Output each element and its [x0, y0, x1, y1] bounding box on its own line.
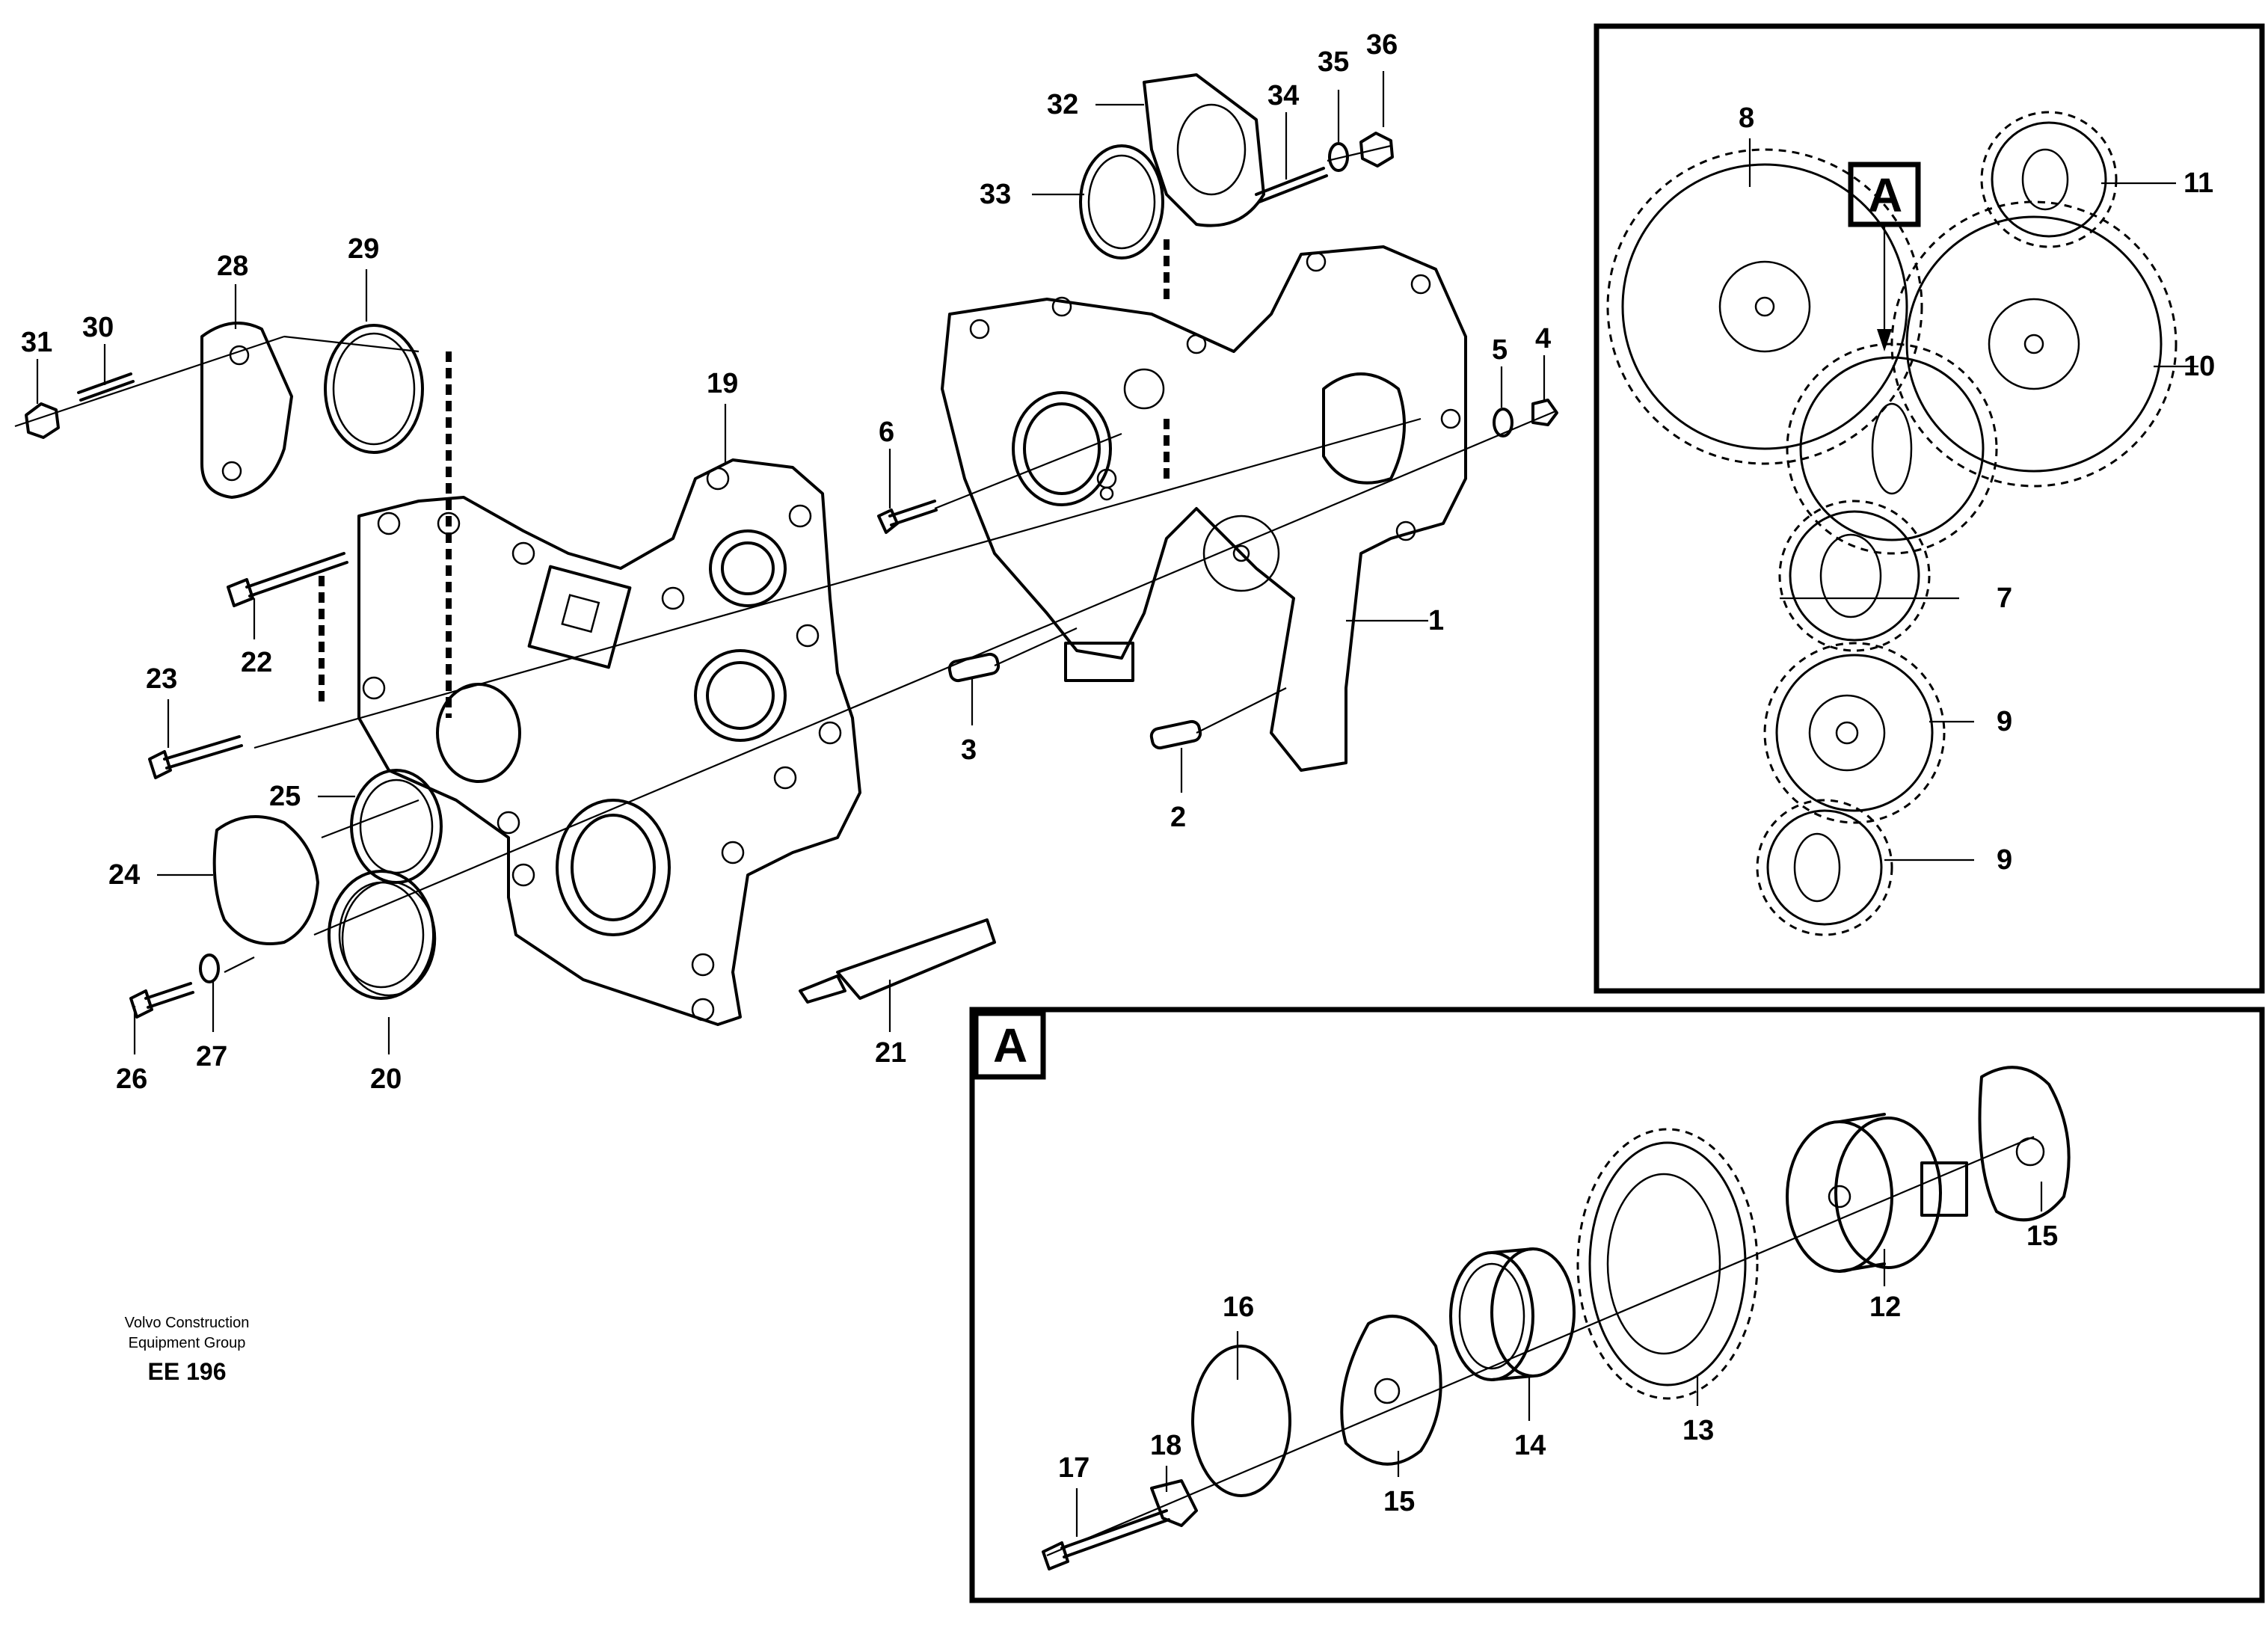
callout-25: 25	[269, 781, 301, 812]
bolt-23	[163, 735, 243, 770]
callout-1: 1	[1428, 605, 1444, 636]
callout-28: 28	[217, 251, 248, 282]
leader-lines	[36, 71, 2198, 1537]
callout-14: 14	[1514, 1430, 1546, 1461]
detail-box-label-frame	[973, 1010, 1046, 1080]
callout-3: 3	[961, 734, 977, 766]
callout-9a: 9	[1997, 706, 2012, 737]
timing-cover-front	[357, 458, 861, 1026]
callout-15b: 15	[2026, 1220, 2058, 1252]
callout-26: 26	[116, 1063, 147, 1095]
washer-35	[1328, 142, 1349, 172]
callout-35: 35	[1318, 46, 1349, 78]
callout-31: 31	[21, 327, 52, 358]
callout-23: 23	[146, 663, 177, 695]
callout-18: 18	[1150, 1430, 1181, 1461]
bolt-4	[1531, 399, 1558, 426]
callout-16: 16	[1223, 1292, 1254, 1323]
callout-7: 7	[1997, 583, 2012, 614]
callout-19: 19	[707, 368, 738, 399]
dowel-2	[1149, 719, 1202, 750]
callout-11: 11	[2184, 168, 2213, 199]
credit-line-1: Volvo Construction	[125, 1315, 250, 1331]
detail-box-label: A	[993, 1019, 1027, 1072]
callout-2: 2	[1170, 802, 1186, 833]
gear-train-panel	[1594, 23, 2265, 994]
bolt-22	[245, 552, 348, 598]
callout-22: 22	[241, 647, 272, 678]
callout-17: 17	[1058, 1452, 1090, 1484]
detail-marker: A	[1868, 168, 1902, 222]
callout-15a: 15	[1383, 1486, 1415, 1517]
sealant-tube-21	[799, 918, 996, 1004]
callout-5: 5	[1492, 334, 1508, 366]
washer-5	[1493, 408, 1513, 437]
callout-29: 29	[348, 233, 379, 265]
callout-27: 27	[196, 1041, 227, 1072]
o-ring-25	[350, 769, 443, 884]
callout-8: 8	[1739, 102, 1754, 134]
washer-27	[199, 953, 220, 983]
stud-34	[1255, 167, 1328, 203]
diagram-code: EE 196	[148, 1358, 227, 1385]
nut-36	[1359, 132, 1394, 168]
detail-a-panel	[969, 1007, 2265, 1603]
cover-24	[212, 815, 319, 945]
callout-32: 32	[1047, 89, 1078, 120]
callout-13: 13	[1682, 1415, 1714, 1446]
callout-9b: 9	[1997, 844, 2012, 876]
assembly-lines	[14, 144, 1556, 973]
gear-train	[1606, 111, 2178, 936]
cover-32	[1143, 73, 1265, 227]
callout-34: 34	[1267, 80, 1299, 111]
credit-line-2: Equipment Group	[129, 1335, 246, 1351]
timing-case-housing	[941, 245, 1467, 772]
callout-21: 21	[875, 1037, 906, 1069]
callout-6: 6	[879, 417, 894, 448]
callout-20: 20	[370, 1063, 402, 1095]
callout-30: 30	[82, 312, 114, 343]
bolt-26	[144, 982, 194, 1009]
nut-31	[25, 402, 60, 439]
o-ring-33	[1079, 144, 1164, 259]
idler-assembly	[1042, 1066, 2071, 1570]
callout-4: 4	[1535, 323, 1551, 354]
callout-12: 12	[1869, 1292, 1901, 1323]
o-ring-29	[324, 324, 424, 454]
callout-24: 24	[108, 859, 140, 891]
seal-20	[328, 870, 435, 1000]
callout-36: 36	[1366, 29, 1398, 61]
bolt-6	[888, 500, 938, 526]
callout-10: 10	[2184, 351, 2215, 382]
callout-33: 33	[980, 179, 1011, 210]
